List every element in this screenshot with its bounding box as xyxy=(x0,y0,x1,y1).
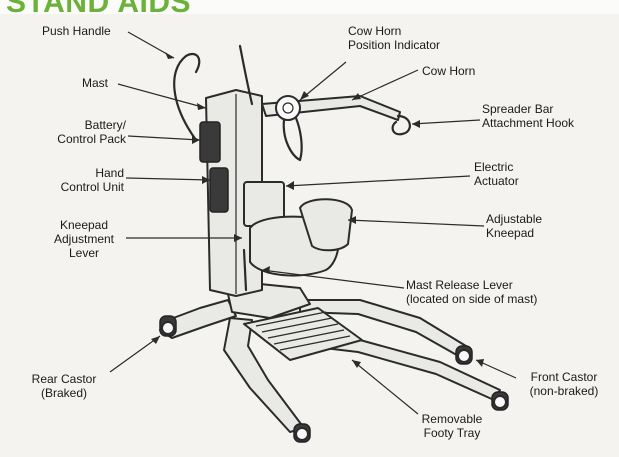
hand-control-graphic xyxy=(209,167,229,213)
battery-pack-graphic xyxy=(199,121,221,163)
label-rear-castor: Rear Castor (Braked) xyxy=(31,372,97,400)
label-push-handle: Push Handle xyxy=(42,24,111,38)
label-adjustable-kneepad: Adjustable Kneepad xyxy=(486,212,543,240)
front-castor-left xyxy=(455,345,473,365)
label-footy-tray: Removable Footy Tray xyxy=(421,412,483,440)
label-spreader-hook: Spreader Bar Attachment Hook xyxy=(482,102,575,130)
rear-castor-right xyxy=(293,423,311,443)
label-cow-horn: Cow Horn xyxy=(422,64,476,78)
footy-tray xyxy=(243,307,363,361)
label-electric-actuator: Electric Actuator xyxy=(474,160,519,188)
page-title: STAND AIDS xyxy=(6,0,191,19)
label-cow-horn-indicator: Cow Horn Position Indicator xyxy=(348,24,441,52)
mast-release-pole xyxy=(242,248,248,292)
push-handle-right xyxy=(238,44,254,106)
label-mast-release: Mast Release Lever (located on side of m… xyxy=(406,278,538,306)
label-front-castor: Front Castor (non-braked) xyxy=(529,370,599,398)
front-castor-right xyxy=(491,391,509,411)
label-battery-pack: Battery/ Control Pack xyxy=(57,118,126,146)
push-handle-left xyxy=(173,52,201,142)
leader-lines xyxy=(109,31,517,415)
label-kneepad-lever: Kneepad Adjustment Lever xyxy=(53,218,115,260)
label-hand-control: Hand Control Unit xyxy=(60,166,124,194)
rear-castor-left xyxy=(159,315,177,337)
footy-tray-ribs xyxy=(255,311,351,351)
cow-horn-pivot xyxy=(275,95,301,121)
label-mast: Mast xyxy=(82,76,109,90)
strap-loop xyxy=(282,116,303,162)
spreader-hook-graphic xyxy=(391,114,411,136)
